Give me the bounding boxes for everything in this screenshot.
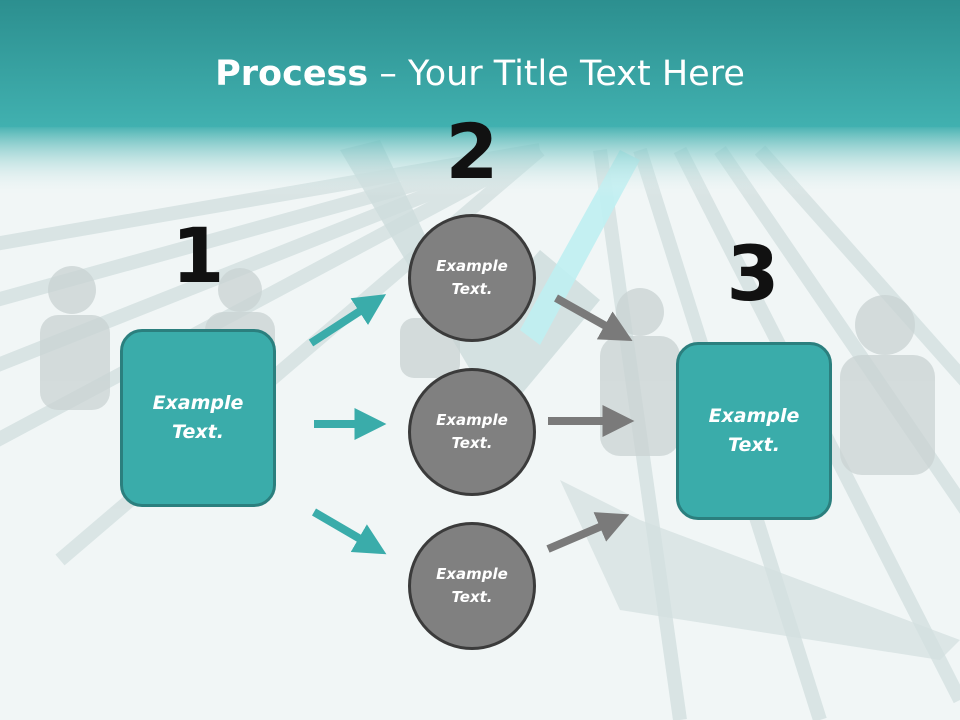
step-number-3: 3 [726, 229, 780, 318]
step-2-circle-2: Example Text. [408, 368, 536, 496]
title-bold: Process [215, 54, 369, 94]
step-2-circle-3-text: Example Text. [436, 565, 508, 606]
slide-title: Process – Your Title Text Here [0, 52, 960, 96]
step-1-text: Example Text. [152, 392, 244, 443]
step-1-box: Example Text. [120, 329, 276, 507]
title-rest: – Your Title Text Here [368, 54, 745, 94]
step-2-circle-1-text: Example Text. [436, 257, 508, 298]
step-2-circle-3: Example Text. [408, 522, 536, 650]
step-number-2: 2 [445, 107, 499, 196]
step-2-circle-2-text: Example Text. [436, 411, 508, 452]
step-number-1: 1 [171, 211, 225, 300]
step-3-text: Example Text. [708, 405, 800, 456]
step-3-box: Example Text. [676, 342, 832, 520]
step-2-circle-1: Example Text. [408, 214, 536, 342]
